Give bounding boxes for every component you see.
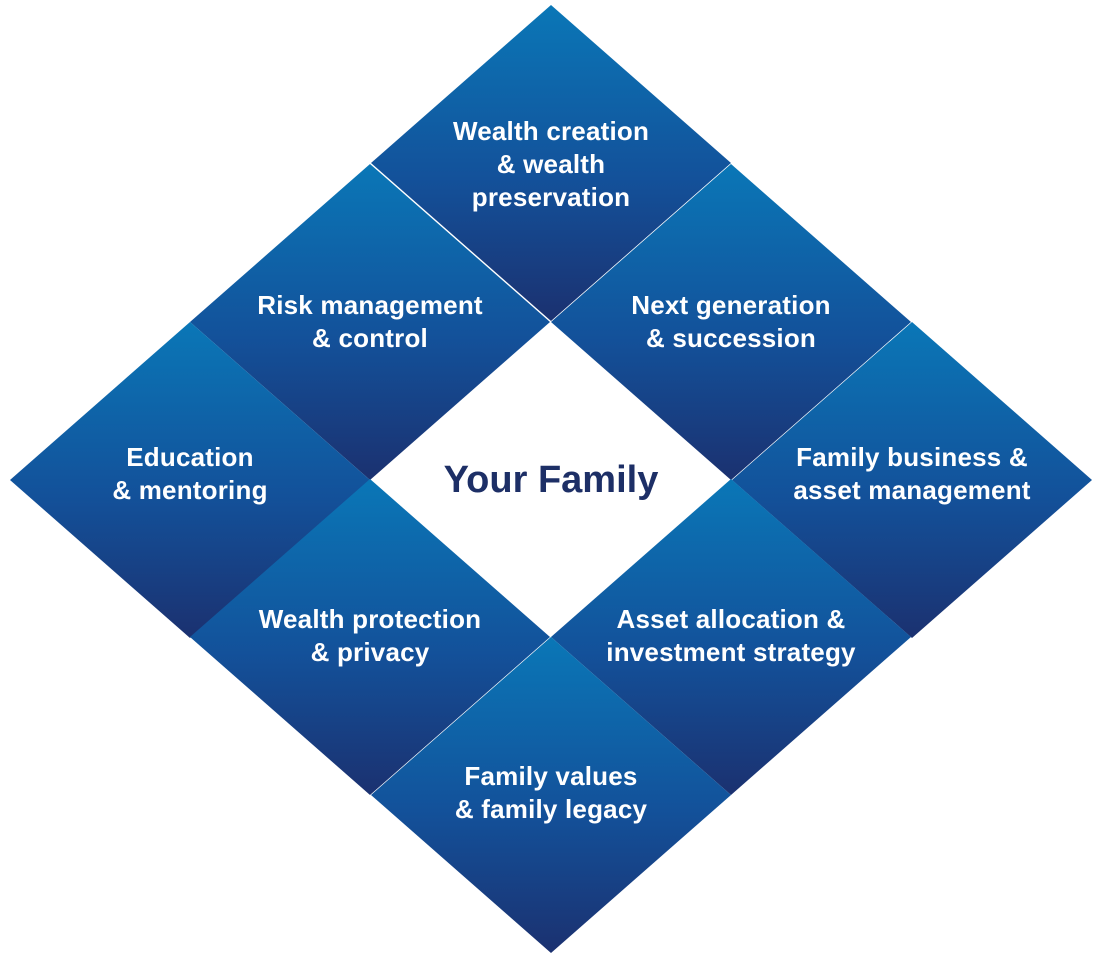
tile-shape	[371, 637, 731, 953]
tile-label-line: Education	[126, 442, 253, 472]
tile-label: Family values& family legacy	[455, 761, 648, 824]
tile-label-line: & wealth	[497, 149, 606, 179]
tile-label: Next generation& succession	[631, 290, 831, 353]
tile-label: Family business &asset management	[793, 442, 1030, 505]
tile-label-line: & privacy	[311, 637, 430, 667]
tile-label-line: Next generation	[631, 290, 831, 320]
center-title: Your Family	[444, 459, 659, 501]
tile-label-line: preservation	[472, 182, 630, 212]
tile-family-values: Family values& family legacy	[371, 637, 731, 953]
tile-label-line: & control	[312, 323, 428, 353]
tile-label: Risk management& control	[257, 290, 483, 353]
tile-shape	[551, 164, 911, 480]
tile-label-line: Wealth protection	[259, 604, 481, 634]
tile-label-line: Asset allocation &	[617, 604, 846, 634]
tile-shape	[371, 5, 731, 321]
tile-label-line: Family values	[464, 761, 637, 791]
tile-label-line: & mentoring	[112, 475, 267, 505]
tile-label: Wealth protection& privacy	[259, 604, 481, 667]
tile-label: Asset allocation &investment strategy	[606, 604, 856, 667]
tile-shape	[190, 479, 550, 795]
tile-label-line: investment strategy	[606, 637, 856, 667]
tile-label-line: Wealth creation	[453, 116, 649, 146]
tile-label-line: & family legacy	[455, 794, 648, 824]
tile-label: Education& mentoring	[112, 442, 267, 505]
tile-label-line: & succession	[646, 323, 816, 353]
tile-next-generation: Next generation& succession	[551, 164, 911, 480]
tile-label-line: Risk management	[257, 290, 483, 320]
tile-label-line: asset management	[793, 475, 1030, 505]
tile-wealth-protection: Wealth protection& privacy	[190, 479, 550, 795]
tile-label-line: Family business &	[796, 442, 1028, 472]
